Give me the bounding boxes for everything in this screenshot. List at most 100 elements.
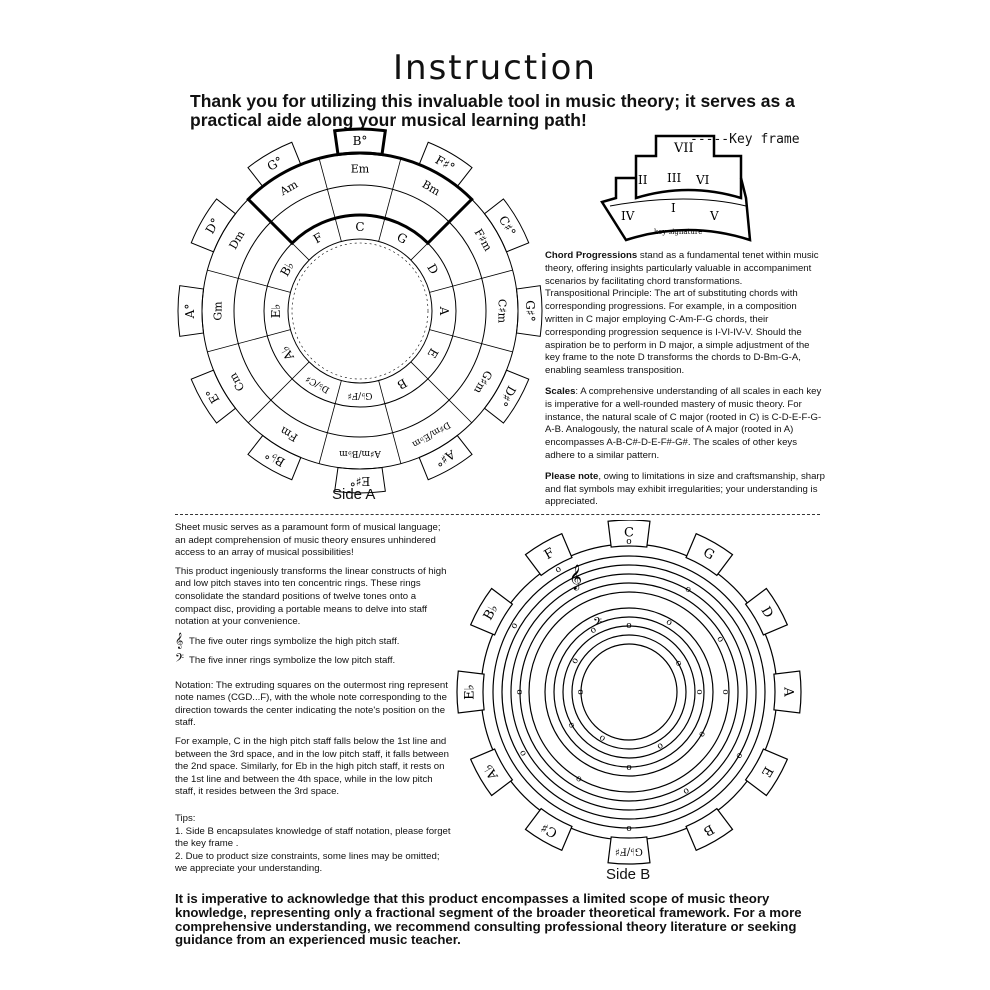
side-b-bass-note: o — [566, 720, 577, 730]
side-b-treble-note: o — [574, 773, 584, 784]
side-a-major-chord: F — [311, 230, 325, 246]
side-a-minor-chord: Em — [351, 163, 370, 176]
side-a-major-chord: D♭/C♯ — [304, 373, 331, 395]
side-a-minor-chord: Dm — [227, 228, 248, 252]
side-b-note-tab — [685, 532, 734, 577]
side-a-minor-chord: Fm — [277, 424, 300, 445]
treble-paragraph: 𝄞The five outer rings symbolize the high… — [175, 632, 400, 649]
right-text: Chord Progressions stand as a fundamenta… — [545, 250, 827, 509]
key-frame-iii: III — [667, 171, 681, 185]
key-frame-vii: VII — [673, 141, 694, 156]
side-a-major-chord: E♭ — [269, 304, 283, 318]
side-b-note-tab — [524, 532, 573, 577]
side-b-label: Side B — [606, 866, 651, 883]
side-a-tab-label: B° — [353, 134, 368, 148]
side-a-minor-chord: Gm — [212, 301, 225, 321]
chord-progressions-paragraph: Chord Progressions stand as a fundamenta… — [545, 250, 819, 287]
side-b-note-tab — [744, 748, 789, 797]
intro-text: Thank you for utilizing this invaluable … — [190, 91, 795, 130]
side-b-note-tab — [469, 748, 514, 797]
bass-clef-icon: 𝄢 — [175, 652, 185, 669]
side-a-major-chord: C — [355, 220, 364, 234]
side-b-tab-label: C — [624, 526, 634, 541]
side-a-major-chord: D — [424, 261, 441, 276]
side-b-treble-note: o — [518, 748, 529, 758]
side-b-bass-clef-icon: 𝄢 — [593, 616, 602, 632]
side-b-note-tab — [469, 587, 514, 636]
side-a-minor-chord: G♯m — [471, 368, 495, 396]
side-b-bass-note: o — [694, 689, 704, 694]
side-a-major-chord: A♭ — [278, 343, 298, 363]
side-b-note-tab — [685, 807, 734, 852]
side-a-tab-label: A° — [183, 304, 197, 320]
side-b-bass-note: o — [626, 621, 631, 631]
side-b-treble-note: o — [733, 751, 744, 761]
bass-paragraph: 𝄢The five inner rings symbolize the low … — [175, 652, 396, 669]
side-b-note-tab — [744, 587, 789, 636]
key-frame-iv: IV — [621, 209, 635, 223]
key-frame-v: V — [709, 209, 719, 223]
side-a-tab-label: G° — [265, 154, 286, 174]
side-a-tab-label: G♯° — [523, 300, 537, 321]
left-text: Sheet music serves as a paramount form o… — [175, 522, 453, 876]
side-b-bass-note: o — [626, 762, 631, 772]
page-title: Instruction — [393, 48, 597, 88]
key-frame-caption: key signature — [654, 228, 702, 236]
side-b-treble-note: o — [626, 823, 631, 833]
side-b-tab-label: A — [781, 686, 796, 697]
side-b-treble-note: o — [714, 635, 725, 645]
side-a-major-chord: E — [424, 346, 441, 361]
side-b-note-tab — [456, 670, 485, 714]
side-a-major-chord: A — [437, 306, 451, 316]
side-b-tab-label: E♭ — [463, 684, 478, 700]
side-b-note-tab — [607, 836, 651, 865]
scales-paragraph: Scales: A comprehensive understanding of… — [545, 385, 822, 461]
side-b-tab-label: A♭ — [481, 761, 502, 783]
side-b-treble-clef-icon: 𝄞 — [569, 564, 582, 590]
side-a-major-chord: G♭/F♯ — [347, 390, 372, 400]
side-a-minor-chord: Cm — [226, 370, 247, 393]
side-a-major-chord: B — [395, 375, 410, 392]
side-a-key-frame — [246, 151, 474, 246]
side-a-tab-label: E♯° — [350, 474, 371, 488]
side-a-minor-chord: Am — [277, 178, 301, 199]
side-b-treble-note: o — [515, 689, 525, 694]
side-a-minor-chord: Bm — [420, 178, 443, 199]
side-b-bass-note: o — [576, 689, 586, 694]
section-divider — [175, 514, 820, 515]
product-paragraph: This product ingeniously transforms the … — [175, 565, 447, 628]
side-b-treble-note: o — [681, 785, 691, 796]
key-frame-label: -----Key frame — [690, 132, 800, 147]
side-b-treble-note: o — [720, 689, 730, 694]
please-note-paragraph: Please note, owing to limitations in siz… — [545, 470, 825, 508]
side-b-treble-note: o — [554, 564, 564, 575]
treble-clef-icon: 𝄞 — [175, 632, 184, 649]
key-frame-diagram: VII II III VI IV I V key signature — [600, 134, 752, 242]
tip-1: 1. Side B encapsulates knowledge of staf… — [175, 825, 451, 850]
side-a-tab-label: D° — [203, 216, 223, 237]
side-b-tab-label: C♯ — [539, 819, 561, 840]
side-b-note-tab — [524, 807, 573, 852]
side-b-bass-note: o — [673, 659, 684, 669]
side-a-major-chord: B♭ — [278, 259, 297, 279]
side-b-bass-note: o — [589, 625, 599, 636]
side-b-bass-note: o — [655, 740, 665, 751]
intro-paragraph: Sheet music serves as a paramount form o… — [175, 522, 441, 559]
side-a-minor-chord: C♯m — [496, 299, 509, 324]
tips-title: Tips: — [175, 812, 196, 824]
side-b-treble-note: o — [509, 621, 520, 631]
side-a-major-chord: G — [394, 230, 409, 247]
side-b-bass-note: o — [696, 729, 707, 739]
closing-text: It is imperative to acknowledge that thi… — [175, 891, 802, 948]
notation-paragraph: Notation: The extruding squares on the o… — [175, 679, 448, 729]
key-frame-vi: VI — [695, 173, 710, 187]
side-b-note-tab — [773, 670, 802, 714]
side-a-minor-chord: F♯m — [471, 227, 494, 254]
key-frame-i: I — [671, 201, 676, 215]
side-b-treble-note: o — [626, 537, 631, 547]
side-b-bass-note: o — [570, 656, 581, 666]
transposition-paragraph: Transpositional Principle: The art of su… — [545, 288, 810, 377]
key-frame-ii: II — [638, 173, 648, 187]
side-a-minor-chord: A♯m/B♭m — [339, 448, 382, 458]
